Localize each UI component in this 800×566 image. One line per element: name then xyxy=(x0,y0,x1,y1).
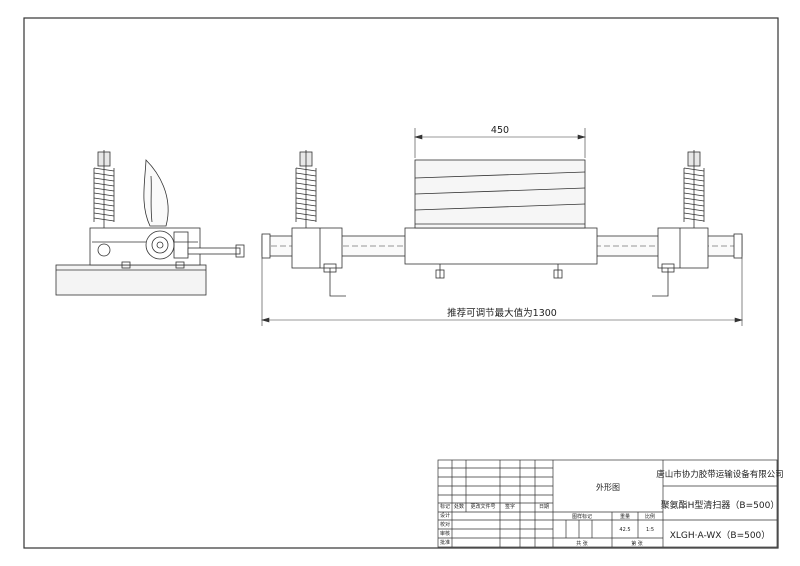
label-design: 设计 xyxy=(440,512,450,519)
title-weight: 42.5 xyxy=(619,527,630,533)
side-spring xyxy=(93,150,115,228)
label-approve: 批准 xyxy=(440,539,450,546)
dimension-lines xyxy=(260,128,744,326)
label-review: 审核 xyxy=(440,530,450,537)
right-spring-assembly xyxy=(652,150,709,297)
label-change-doc: 更改文件号 xyxy=(470,503,495,510)
title-drawing-name: 外形图 xyxy=(596,482,620,492)
dim-top-text: 450 xyxy=(491,125,509,136)
label-quantity: 处数 xyxy=(454,503,464,510)
label-signature: 签字 xyxy=(505,503,515,510)
title-company: 唐山市协力胶带运输设备有限公司 xyxy=(656,469,784,480)
side-blade xyxy=(143,159,169,227)
front-view xyxy=(261,150,743,297)
label-date: 日期 xyxy=(539,504,549,510)
label-scale: 比例 xyxy=(645,513,655,520)
blade-housing xyxy=(414,159,586,229)
label-sheet-no: 第 张 xyxy=(631,540,643,547)
drawing-frame xyxy=(23,17,779,549)
side-pivot-clamp xyxy=(145,230,175,260)
label-mark: 标记 xyxy=(440,503,450,510)
title-model: XLGH·A-WX（B=500） xyxy=(670,530,771,541)
title-block xyxy=(437,459,778,548)
label-check: 校对 xyxy=(440,521,450,528)
label-sheet-total: 共 张 xyxy=(576,540,588,547)
side-view xyxy=(55,150,245,296)
title-product: 聚氨酯H型清扫器（B=500） xyxy=(661,499,780,511)
label-drawing-mark: 图样标记 xyxy=(572,513,592,520)
left-spring-assembly xyxy=(291,150,346,297)
dim-bottom-text: 推荐可调节最大值为1300 xyxy=(447,307,557,319)
label-weight: 重量 xyxy=(620,513,630,520)
title-scale: 1:5 xyxy=(646,527,654,533)
